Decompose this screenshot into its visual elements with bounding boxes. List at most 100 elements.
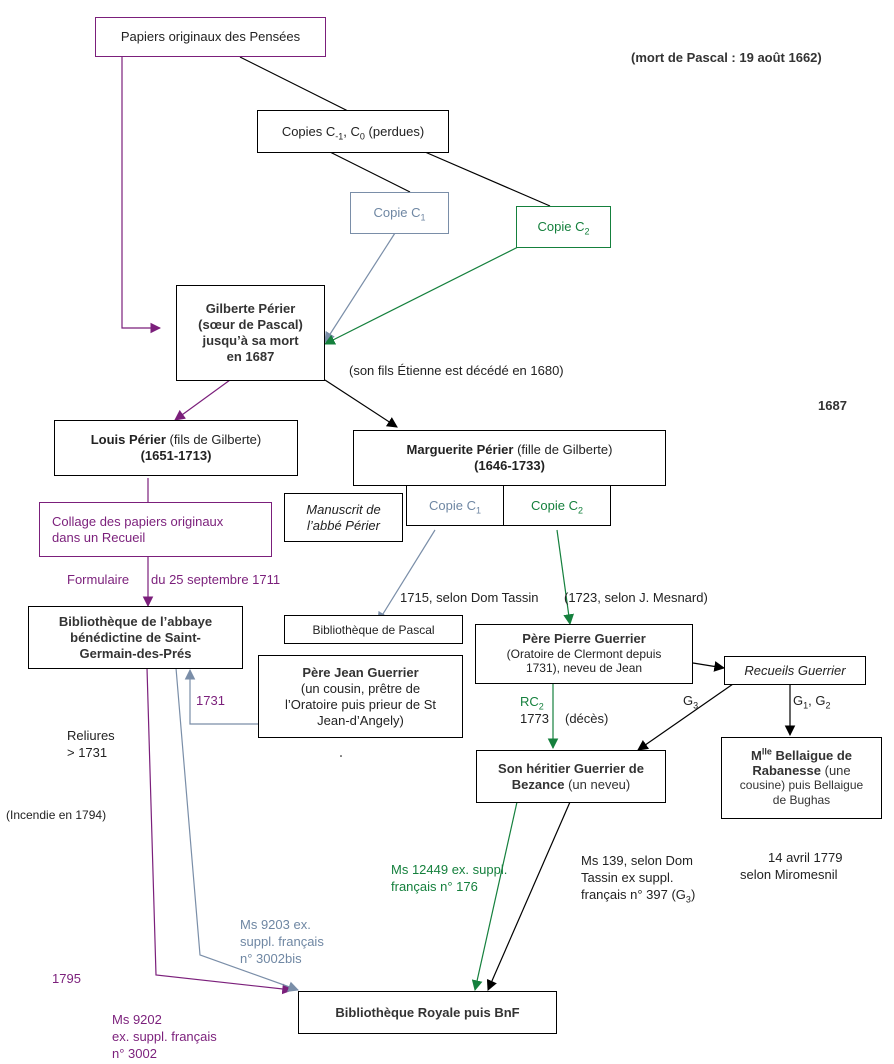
bellaigue-line-3: cousine) puis Bellaigue	[739, 778, 864, 792]
mesnard-1723-note: (1723, selon J. Mesnard)	[564, 590, 708, 605]
stray-dot	[340, 755, 342, 757]
bellaigue-line-2: Rabanesse (une	[752, 763, 851, 778]
incendie-note: (Incendie en 1794)	[6, 808, 107, 822]
abbaye-line-2: bénédictine de Saint-	[70, 629, 201, 645]
pierre-name: Père Pierre Guerrier	[522, 631, 646, 646]
copie-c2-label: Copie C2	[537, 219, 590, 237]
marguerite-copie-c2-cell: Copie C2	[503, 485, 611, 526]
bezance-line-2: Bezance (un neveu)	[511, 776, 631, 792]
bellaigue-box: Mlle Bellaigue de Rabanesse (une cousine…	[721, 737, 882, 819]
bibliotheque-pascal-box: Bibliothèque de Pascal	[284, 615, 463, 644]
papiers-originaux-box: Papiers originaux des Pensées	[95, 17, 326, 57]
year-1773: 1773	[520, 711, 549, 726]
jean-line-2: (un cousin, prêtre de	[300, 680, 421, 696]
g1-g2-label: G1, G2	[793, 693, 831, 711]
arrow-papiers-gilberte	[121, 57, 162, 334]
marguerite-copie-c2-label: Copie C2	[531, 497, 583, 516]
gilberte-line-2: (sœur de Pascal)	[198, 317, 303, 332]
ms12449-line-2: français n° 176	[391, 879, 478, 894]
arrow-bezance-bnf-green	[471, 801, 518, 992]
ms9203-line-2: suppl. français	[240, 934, 324, 949]
copies-perdues-box: Copies C-1, C0 (perdues)	[257, 110, 449, 153]
ms9202-line-1: Ms 9202	[112, 1012, 162, 1027]
arrow-gilberte-louis	[174, 379, 231, 421]
collage-line-1: Collage des papiers originaux	[52, 513, 224, 529]
arrow-c1-gilberte	[324, 232, 396, 343]
arrow-abbaye-bnf-slate	[175, 667, 300, 992]
rc2-label: RC2	[520, 694, 544, 712]
manuscrit-abbe-box: Manuscrit de l’abbé Périer	[284, 493, 403, 542]
ms12449-line-1: Ms 12449 ex. suppl.	[391, 862, 508, 877]
ms9202-line-2: ex. suppl. français	[112, 1029, 217, 1044]
year-1795: 1795	[52, 971, 81, 986]
jean-line-4: Jean-d’Angely)	[317, 712, 404, 728]
copie-c1-label: Copie C1	[373, 205, 426, 223]
marguerite-line-1: Marguerite Périer (fille de Gilberte)	[406, 442, 613, 457]
collage-line-2: dans un Recueil	[52, 529, 146, 545]
marguerite-copie-c1-label: Copie C1	[429, 497, 481, 516]
copies-perdues-label: Copies C-1, C0 (perdues)	[281, 123, 425, 142]
gilberte-perier-box: Gilberte Périer (sœur de Pascal) jusqu’à…	[176, 285, 325, 381]
pierre-line-2: (Oratoire de Clermont depuis	[506, 647, 662, 661]
recueils-guerrier-label: Recueils Guerrier	[744, 662, 846, 678]
manuscrit-line-2: l’abbé Périer	[307, 517, 380, 533]
abbaye-box: Bibliothèque de l’abbaye bénédictine de …	[28, 606, 243, 669]
ms139-line-2: Tassin ex suppl.	[581, 870, 674, 885]
ms9203-line-3: n° 3002bis	[240, 951, 302, 966]
mort-pascal-note: (mort de Pascal : 19 août 1662)	[631, 50, 822, 65]
tassin-1715-note: 1715, selon Dom Tassin	[400, 590, 539, 605]
reliures-line-2: > 1731	[67, 745, 108, 760]
ms9202-line-3: n° 3002	[112, 1046, 157, 1061]
miromesnil-line-1: 14 avril 1779	[768, 850, 843, 865]
louis-dates: (1651-1713)	[140, 448, 212, 463]
year-1731: 1731	[196, 693, 225, 708]
gilberte-line-1: Gilberte Périer	[205, 301, 296, 316]
arrow-c2m-pierre	[556, 529, 575, 626]
arrow-bezance-bnf-black	[486, 801, 571, 991]
bibliotheque-pascal-label: Bibliothèque de Pascal	[312, 622, 435, 637]
papiers-originaux-label: Papiers originaux des Pensées	[120, 29, 301, 44]
miromesnil-line-2: selon Miromesnil	[740, 867, 838, 882]
recueils-guerrier-box: Recueils Guerrier	[724, 656, 866, 685]
deces-label: (décès)	[565, 711, 609, 726]
pierre-line-3: 1731), neveu de Jean	[525, 661, 643, 675]
etienne-note: (son fils Étienne est décédé en 1680)	[349, 363, 564, 378]
arrow-c2-gilberte	[324, 245, 521, 345]
manuscrit-line-1: Manuscrit de	[306, 501, 381, 517]
bezance-box: Son héritier Guerrier de Bezance (un nev…	[476, 750, 666, 803]
collage-box: Collage des papiers originaux dans un Re…	[39, 502, 272, 557]
pierre-guerrier-box: Père Pierre Guerrier (Oratoire de Clermo…	[475, 624, 693, 684]
bnf-box: Bibliothèque Royale puis BnF	[298, 991, 557, 1034]
abbaye-line-1: Bibliothèque de l’abbaye	[58, 613, 213, 629]
gilberte-line-4: en 1687	[226, 349, 275, 364]
formulaire-date: du 25 septembre 1711	[151, 572, 281, 587]
year-1687: 1687	[818, 398, 847, 413]
reliures-line-1: Reliures	[67, 728, 115, 743]
ms9203-line-1: Ms 9203 ex.	[240, 917, 311, 932]
g3-label: G3	[683, 693, 699, 711]
jean-name: Père Jean Guerrier	[302, 664, 419, 680]
arrow-recueils-bezance	[637, 683, 734, 751]
line-copies-c1	[329, 151, 411, 193]
bellaigue-line-4: de Bughas	[772, 793, 831, 807]
marguerite-perier-box: Marguerite Périer (fille de Gilberte) (1…	[353, 430, 666, 486]
bezance-line-1: Son héritier Guerrier de	[498, 760, 644, 776]
louis-line-1: Louis Périer (fils de Gilberte)	[90, 432, 262, 447]
ms139-line-1: Ms 139, selon Dom	[581, 853, 693, 868]
arrow-gilberte-marguerite	[324, 379, 398, 428]
abbaye-line-3: Germain-des-Prés	[79, 645, 192, 661]
arrow-jean-abbaye	[184, 668, 258, 725]
line-copies-c2	[424, 151, 551, 207]
marguerite-dates: (1646-1733)	[474, 458, 545, 473]
bellaigue-line-1: Mlle Bellaigue de	[750, 746, 853, 763]
jean-guerrier-box: Père Jean Guerrier (un cousin, prêtre de…	[258, 655, 463, 738]
marguerite-copie-c1-cell: Copie C1	[406, 485, 504, 526]
copie-c1-box: Copie C1	[350, 192, 449, 234]
copie-c2-box: Copie C2	[516, 206, 611, 248]
arrow-c1m-bibpascal	[377, 529, 436, 623]
louis-perier-box: Louis Périer (fils de Gilberte) (1651-17…	[54, 420, 298, 476]
line-papiers-copies	[239, 56, 351, 113]
jean-line-3: l’Oratoire puis prieur de St	[284, 696, 436, 712]
formulaire-label: Formulaire	[67, 572, 130, 587]
